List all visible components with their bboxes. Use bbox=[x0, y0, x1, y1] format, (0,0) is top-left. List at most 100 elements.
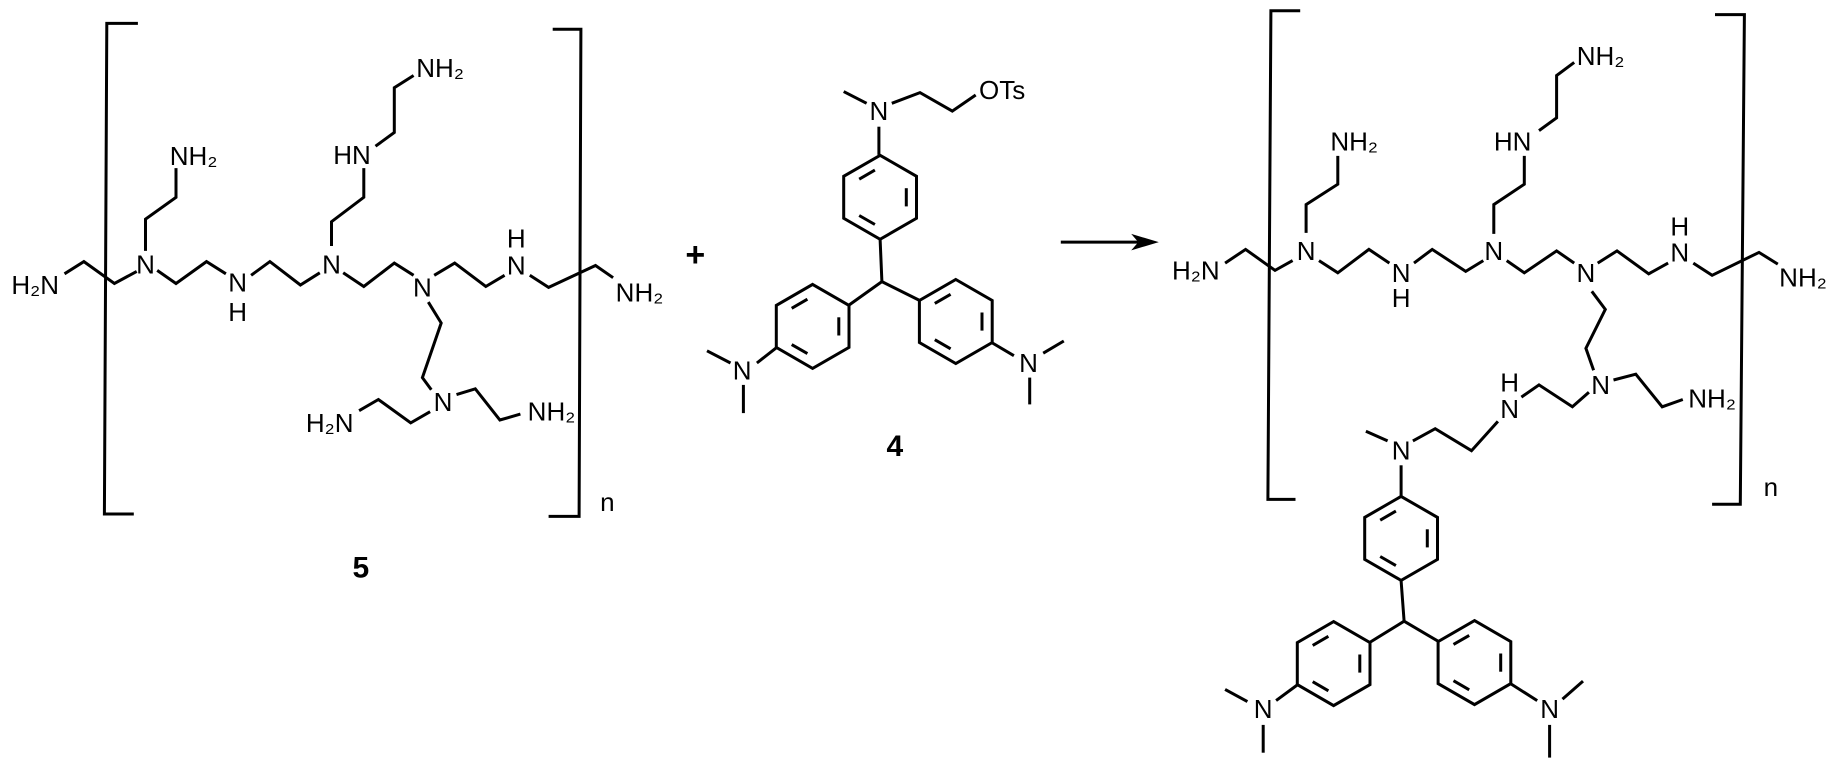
aromatic-double-bond bbox=[792, 345, 808, 354]
atom-label: N bbox=[1392, 436, 1411, 466]
left-bracket bbox=[1268, 11, 1300, 500]
bond bbox=[1043, 341, 1064, 353]
aromatic-double-bond bbox=[1380, 557, 1396, 566]
bond bbox=[707, 351, 731, 363]
aromatic-double-bond bbox=[859, 170, 875, 179]
atom-label: N bbox=[1500, 394, 1519, 424]
bond bbox=[1563, 681, 1584, 699]
bond bbox=[1507, 251, 1575, 273]
atom-label: N bbox=[507, 251, 526, 281]
atom-label: N bbox=[136, 250, 155, 280]
bond bbox=[1319, 249, 1389, 272]
atom-label: N bbox=[1540, 694, 1559, 724]
bond bbox=[848, 239, 882, 305]
repeat-unit-subscript: n bbox=[600, 487, 614, 517]
aromatic-double-bond bbox=[1380, 511, 1396, 520]
atom-label: NH₂ bbox=[170, 141, 218, 171]
ethylene-bond bbox=[422, 302, 441, 390]
atom-label: NH₂ bbox=[1330, 126, 1378, 156]
atom-label: H bbox=[1500, 367, 1519, 397]
bond bbox=[1413, 421, 1498, 450]
bond bbox=[1586, 291, 1605, 370]
atom-label: N bbox=[228, 268, 247, 298]
atom-label: N bbox=[1297, 236, 1316, 266]
ethylene-bond bbox=[530, 266, 613, 288]
compound-number-label: 5 bbox=[352, 552, 369, 585]
ethylene-bond bbox=[343, 263, 413, 286]
left-bracket bbox=[104, 23, 137, 514]
atom-label: N bbox=[1484, 236, 1503, 266]
ethylene-bond bbox=[251, 262, 320, 285]
ethylene-bond bbox=[434, 263, 504, 286]
compound-5-polyethylenimine: H₂NNNH₂NHNHNNH₂NNHNH₂NH₂NNH₂n5+ bbox=[11, 23, 705, 584]
atom-label: H bbox=[1392, 283, 1411, 313]
tosylate-label: OTs bbox=[979, 75, 1025, 105]
atom-label: HN bbox=[333, 140, 371, 170]
atom-label: NH₂ bbox=[1577, 41, 1625, 71]
atom-label: NH₂ bbox=[1688, 384, 1736, 414]
aromatic-double-bond bbox=[1454, 681, 1470, 690]
bond bbox=[1225, 689, 1247, 701]
right-bracket bbox=[549, 29, 581, 516]
bond bbox=[1510, 684, 1537, 701]
atom-label: N bbox=[1019, 348, 1038, 378]
bond bbox=[757, 347, 778, 363]
atom-label: H bbox=[1670, 212, 1689, 242]
atom-label: HN bbox=[1494, 126, 1532, 156]
aromatic-double-bond bbox=[1313, 636, 1329, 645]
atom-label: NH₂ bbox=[528, 397, 576, 427]
aromatic-double-bond bbox=[859, 216, 875, 225]
bond bbox=[1539, 62, 1574, 130]
bond bbox=[1225, 249, 1293, 270]
aromatic-double-bond bbox=[935, 340, 951, 349]
bond bbox=[1306, 156, 1338, 233]
atom-label: N bbox=[1254, 694, 1273, 724]
aromatic-double-bond bbox=[1313, 682, 1329, 691]
bond bbox=[992, 343, 1014, 356]
bond bbox=[1366, 431, 1388, 441]
atom-label: N bbox=[870, 96, 889, 126]
atom-label: H₂N bbox=[11, 270, 59, 300]
atom-label: N bbox=[1577, 258, 1596, 288]
aromatic-double-bond bbox=[1454, 635, 1470, 644]
atom-label: NH₂ bbox=[416, 53, 464, 83]
atom-label: H bbox=[228, 297, 247, 327]
ethylene-bond bbox=[332, 168, 364, 246]
bond bbox=[1494, 156, 1525, 234]
atom-label: H₂N bbox=[1172, 255, 1220, 285]
repeat-unit-subscript: n bbox=[1764, 472, 1778, 502]
atom-label: H₂N bbox=[306, 408, 354, 438]
bond bbox=[1693, 252, 1778, 275]
bond bbox=[892, 93, 976, 112]
atom-label: N bbox=[322, 250, 341, 280]
bond bbox=[1614, 374, 1683, 407]
ethylene-bond bbox=[359, 400, 430, 423]
bond bbox=[844, 92, 867, 104]
right-bracket bbox=[1712, 15, 1744, 505]
aromatic-double-bond bbox=[792, 299, 808, 308]
product-dye-conjugated-polymer: H₂NNNH₂NHNHNNH₂NNHNH₂NNH₂NHNNNn bbox=[1172, 11, 1827, 758]
bond bbox=[1404, 621, 1439, 641]
atom-label: NH₂ bbox=[1779, 263, 1827, 293]
atom-label: N bbox=[434, 387, 453, 417]
bond bbox=[1414, 249, 1483, 271]
atom-label: N bbox=[733, 355, 752, 385]
atom-label: H bbox=[507, 224, 526, 254]
atom-label: NH₂ bbox=[616, 277, 664, 307]
bond bbox=[1521, 385, 1589, 407]
ethylene-bond bbox=[146, 168, 177, 251]
aromatic-double-bond bbox=[935, 294, 951, 303]
bond bbox=[1276, 685, 1298, 701]
bond bbox=[882, 282, 920, 301]
atom-label: N bbox=[413, 272, 432, 302]
bond bbox=[1598, 251, 1668, 274]
compound-number-label: 4 bbox=[886, 430, 903, 463]
ethylene-bond bbox=[65, 262, 137, 284]
ethylene-bond bbox=[376, 76, 414, 147]
compound-4-leuco-dye-tosylate: N N N OTs 4 bbox=[707, 75, 1064, 463]
bond bbox=[1369, 581, 1404, 643]
plus-sign: + bbox=[685, 236, 705, 274]
ethylene-bond bbox=[157, 262, 226, 284]
ethylene-bond bbox=[457, 389, 521, 420]
